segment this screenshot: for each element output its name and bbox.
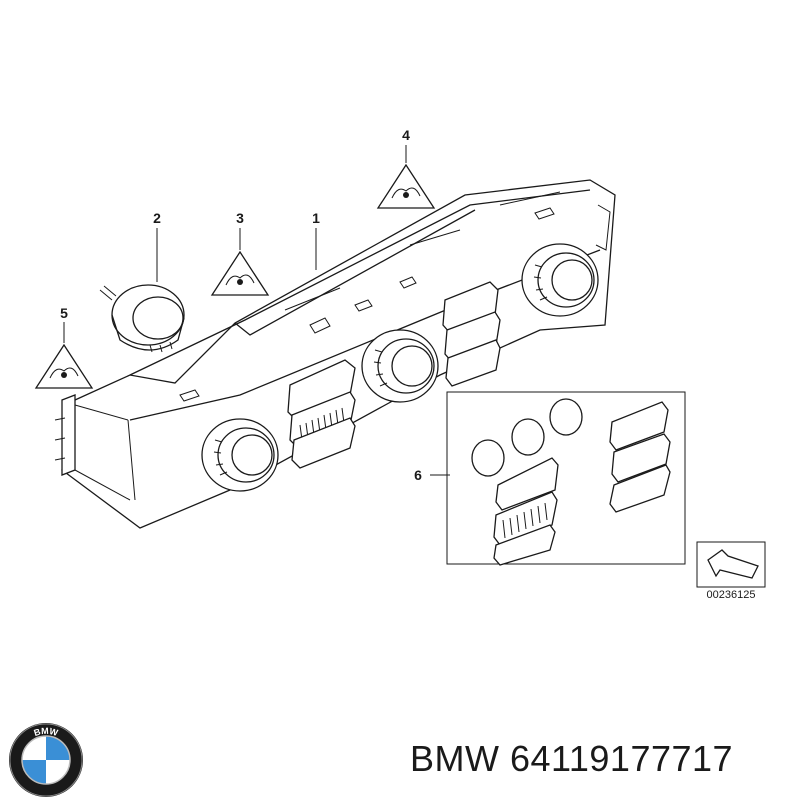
loose-button bbox=[609, 401, 669, 451]
loose-button bbox=[493, 491, 558, 546]
callout-3: 3 bbox=[236, 210, 244, 226]
diagram-reference-box: 00236125 bbox=[696, 541, 766, 601]
center-control-knob bbox=[361, 329, 439, 403]
logo-lettering: BMW bbox=[33, 726, 60, 738]
callout-6: 6 bbox=[414, 467, 422, 483]
callout-1: 1 bbox=[312, 210, 320, 226]
warning-label-part-3 bbox=[210, 250, 270, 296]
arrow-icon bbox=[707, 549, 759, 579]
button-set-part-6 bbox=[446, 391, 686, 566]
right-control-knob bbox=[521, 243, 599, 317]
control-panel-part-1 bbox=[54, 179, 616, 529]
left-button-stack bbox=[287, 359, 356, 469]
bezel-ring-part-2 bbox=[99, 284, 185, 353]
trim-ring bbox=[471, 439, 505, 477]
callout-2: 2 bbox=[153, 210, 161, 226]
bmw-logo: BMW bbox=[9, 723, 83, 797]
right-button-stack bbox=[442, 281, 501, 387]
trim-ring bbox=[549, 398, 583, 436]
trim-ring bbox=[511, 418, 545, 456]
loose-button bbox=[609, 464, 671, 513]
callout-5: 5 bbox=[60, 305, 68, 321]
diagram-reference-number: 00236125 bbox=[707, 589, 756, 601]
left-control-knob bbox=[201, 418, 279, 492]
loose-button bbox=[495, 457, 559, 511]
loose-button bbox=[611, 433, 671, 483]
callout-4: 4 bbox=[402, 127, 410, 143]
part-number-title: BMW 64119177717 bbox=[410, 738, 734, 779]
warning-label-part-4 bbox=[376, 163, 436, 209]
loose-button bbox=[493, 524, 556, 566]
warning-label-part-5 bbox=[34, 343, 94, 389]
